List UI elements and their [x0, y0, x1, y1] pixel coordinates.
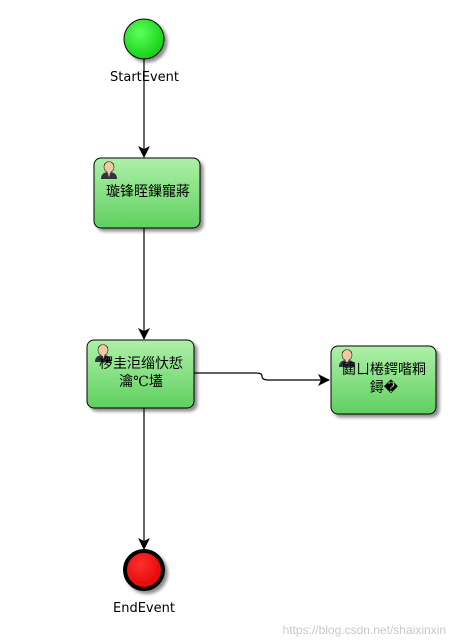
user-task-3[interactable] — [330, 345, 437, 415]
user-icon — [339, 349, 355, 367]
task-3-line2: 鐞� — [369, 380, 399, 396]
end-event[interactable] — [123, 549, 165, 591]
task-2-line1: 椤圭洰缁忕悊 — [99, 356, 183, 372]
flow-task2-to-task3[interactable] — [194, 372, 330, 386]
task-3-line1: 閮ㄩ棬鍔喈粡 — [342, 362, 426, 378]
watermark: https://blog.csdn.net/shaixinxin — [282, 623, 446, 637]
task-2-label: 椤圭洰缁忕悊 瀹℃壒 — [88, 355, 194, 391]
task-2-line2: 瀹℃壒 — [119, 374, 163, 390]
task-3-label: 閮ㄩ棬鍔喈粡 鐞� — [332, 361, 436, 397]
end-event-label: EndEvent — [113, 601, 175, 616]
user-task-2[interactable] — [86, 339, 195, 409]
start-event[interactable] — [123, 18, 165, 60]
user-icon — [95, 344, 111, 362]
user-icon — [101, 161, 117, 179]
start-event-label: StartEvent — [110, 70, 179, 85]
task-1-line1: 璇锋眰鏁寵蔣 — [106, 184, 190, 200]
task-1-label: 璇锋眰鏁寵蔣 — [96, 183, 200, 201]
user-task-1[interactable] — [93, 157, 201, 229]
